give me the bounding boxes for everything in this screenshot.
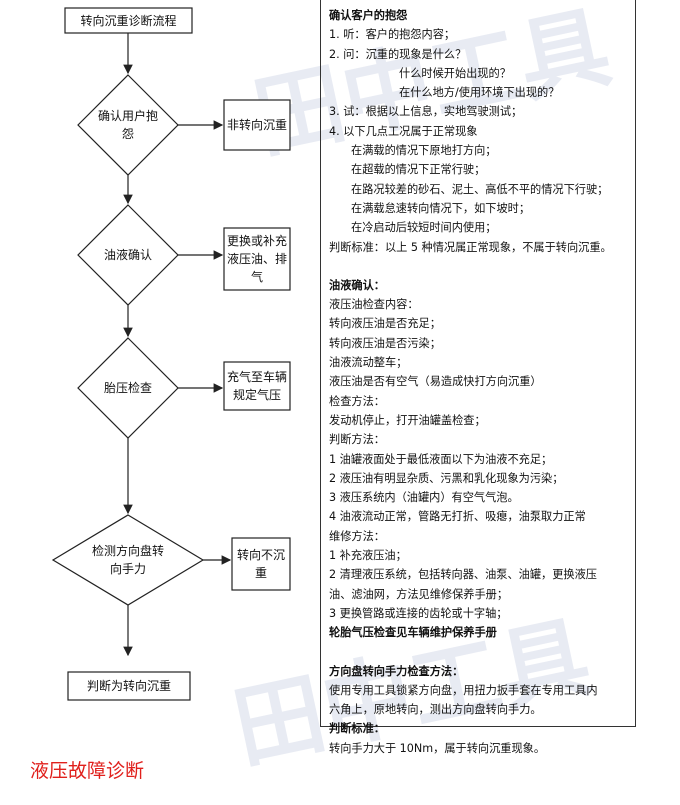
spacer (329, 643, 627, 662)
instructions-panel: 确认客户的抱怨 1. 听：客户的抱怨内容； 2. 问：沉重的现象是什么？ 什么时候开始… (320, 0, 636, 755)
panel-line: 1 补充液压油； (329, 549, 407, 563)
box-replace-fluid: 更换或补充液压油、排气 (226, 234, 287, 284)
panel-line: 发动机停止，打开油罐盖检查； (329, 413, 486, 427)
panel-line: 检查方法： (329, 394, 385, 408)
panel-line: 液压油检查内容： (329, 298, 419, 312)
panel-line: 在满载怠速转向情况下，如下坡时； (351, 201, 531, 215)
box-steering-not-heavy: 转向不沉重 (236, 548, 285, 580)
panel-line: 判断标准：以上 5 种情况属正常现象，不属于转向沉重。 (329, 240, 612, 254)
panel-line: 3 更换管路或连接的齿轮或十字轴； (329, 606, 508, 620)
section-heading: 液压故障诊断 (30, 760, 145, 782)
panel-line: 在什么地方/使用环境下出现的？ (399, 86, 560, 100)
panel-line: 4 油液流动正常，管路无打折、吸瘪，油泵取力正常 (329, 510, 586, 524)
panel-line: 油、滤油网，方法见维修保养手册； (329, 587, 509, 601)
panel-line: 转向液压油是否污染； (329, 336, 441, 350)
panel-line: 转向液压油是否充足； (329, 317, 441, 331)
panel-line: 1. 听：客户的抱怨内容； (329, 28, 456, 42)
box-result-heavy-steering: 判断为转向沉重 (86, 679, 171, 693)
panel-line: 3 液压系统内（油罐内）有空气气泡。 (329, 491, 519, 505)
flow-title: 转向沉重诊断流程 (80, 13, 177, 28)
panel-line: 使用专用工具锁紧方向盘，用扭力扳手套在专用工具内 (329, 683, 598, 697)
flowchart-lines (51, 7, 291, 701)
step-fluid-check: 油液确认 (103, 248, 152, 262)
step-steering-force: 检测方向盘转向手力 (91, 544, 164, 576)
panel-line: 方向盘转向手力检查方法： (329, 664, 464, 678)
panel-line: 在冷启动后较短时间内使用； (351, 221, 497, 235)
panel-line: 在满载的情况下原地打方向； (351, 144, 497, 158)
panel-line: 液压油是否有空气（易造成快打方向沉重） (329, 375, 542, 389)
step-confirm-complaint: 确认用户抱怨 (98, 109, 159, 141)
panel-line: 2 清理液压系统，包括转向器、油泵、油罐，更换液压 (329, 568, 597, 582)
panel-line: 4. 以下几点工况属于正常现象 (329, 124, 478, 138)
panel-line: 维修方法： (329, 529, 385, 543)
panel-line: 六角上，原地转向，测出方向盘转向手力。 (329, 703, 542, 717)
panel-line: 2. 问：沉重的现象是什么？ (329, 47, 467, 61)
panel-line: 油液流动整车； (329, 356, 408, 370)
panel-line: 轮胎气压检查见车辆维护保养手册 (329, 626, 497, 640)
panel-line: 确认客户的抱怨 (329, 9, 408, 22)
spacer (329, 257, 627, 276)
panel-line: 在超载的情况下正常行驶； (351, 163, 486, 177)
panel-line: 在路况较差的砂石、泥土、高低不平的情况下行驶； (351, 182, 609, 196)
box-inflate-tires: 充气至车辆规定气压 (226, 370, 287, 402)
panel-line: 油液确认： (329, 278, 385, 292)
step-tire-pressure: 胎压检查 (103, 381, 152, 395)
panel-line: 转向手力大于 10Nm，属于转向沉重现象。 (329, 741, 546, 755)
box-not-heavy-steering: 非转向沉重 (226, 118, 287, 132)
panel-line: 3. 试：根据以上信息，实地驾驶测试； (329, 105, 523, 119)
panel-line: 什么时候开始出现的？ (399, 66, 511, 80)
panel-line: 判断方法： (329, 433, 385, 447)
panel-line: 判断标准： (329, 722, 385, 736)
panel-line: 1 油罐液面处于最低液面以下为油液不充足； (329, 452, 553, 466)
panel-line: 2 液压油有明显杂质、污黑和乳化现象为污染； (329, 471, 564, 485)
